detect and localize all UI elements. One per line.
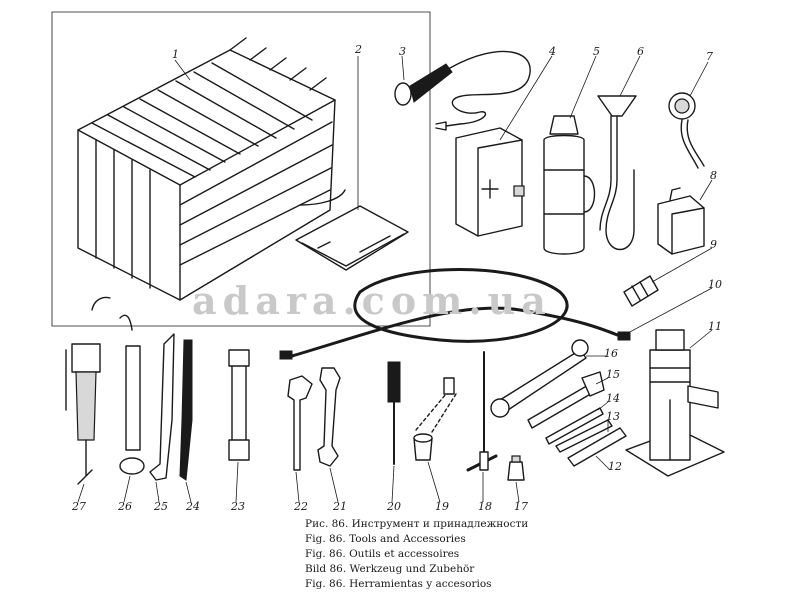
- part-number-14: 14: [606, 392, 620, 405]
- part-number-10: 10: [708, 278, 722, 291]
- part-number-6: 6: [637, 45, 644, 58]
- part-number-22: 22: [293, 500, 308, 513]
- caption-line-en: Fig. 86. Tools and Accessories: [305, 533, 466, 545]
- grease-gun-icon: [65, 296, 111, 485]
- box-wrench-icon: [228, 349, 250, 461]
- funnel-hose-icon: [597, 95, 637, 250]
- part-number-15: 15: [606, 368, 620, 381]
- caption-line-ru: Рис. 86. Инструмент и принадлежности: [305, 518, 529, 530]
- part-number-17: 17: [514, 500, 528, 513]
- part-number-8: 8: [710, 169, 717, 182]
- oil-can-icon: [119, 314, 145, 475]
- part-number-5: 5: [593, 45, 600, 58]
- figure-caption: Рис. 86. Инструмент и принадлежности Fig…: [305, 517, 528, 592]
- caption-line-fr: Fig. 86. Outils et accessoires: [305, 548, 460, 560]
- socket-icon: [507, 455, 525, 481]
- ring-wrench-icon: [490, 339, 589, 418]
- open-wrench-icon: [287, 375, 313, 471]
- part-number-9: 9: [710, 238, 717, 251]
- bag-frame: [51, 11, 431, 327]
- part-number-24: 24: [185, 500, 200, 513]
- tool-pouch-icon: [295, 205, 409, 271]
- tool-bag-icon: [77, 37, 346, 301]
- double-open-wrench-icon: [317, 367, 341, 467]
- part-number-13: 13: [606, 410, 620, 423]
- part-number-25: 25: [153, 500, 168, 513]
- thermos-icon: [543, 115, 596, 255]
- hydraulic-jack-icon: [625, 329, 725, 477]
- part-number-12: 12: [608, 460, 622, 473]
- tire-pressure-gauge-icon: [668, 92, 705, 169]
- adapter-fitting-icon: [623, 275, 659, 307]
- spark-plug-socket-icon: [413, 377, 457, 461]
- canister-icon: [657, 187, 705, 255]
- part-number-20: 20: [386, 500, 401, 513]
- pry-bar-icon: [179, 339, 193, 481]
- tire-iron-icon: [149, 333, 175, 481]
- part-number-3: 3: [399, 45, 406, 58]
- screwdriver-flat-icon: [555, 419, 613, 453]
- inspection-lamp-icon: [394, 50, 531, 131]
- part-number-23: 23: [230, 500, 245, 513]
- part-number-21: 21: [332, 500, 347, 513]
- part-number-7: 7: [706, 50, 713, 63]
- part-number-4: 4: [548, 45, 556, 58]
- part-number-19: 19: [435, 500, 449, 513]
- part-number-18: 18: [478, 500, 492, 513]
- tire-lever-icon: [567, 427, 627, 467]
- air-hose-icon: [279, 268, 631, 360]
- leader-lines: [77, 55, 713, 503]
- first-aid-kit-icon: [455, 127, 525, 237]
- part-number-1: 1: [172, 48, 179, 61]
- watermark: adara.com.ua: [192, 278, 552, 323]
- punch-icon: [545, 407, 604, 445]
- part-number-16: 16: [604, 347, 618, 360]
- hammer-icon: [527, 371, 605, 429]
- caption-line-es: Fig. 86. Herramientas y accesorios: [305, 578, 492, 590]
- caption-line-de: Bild 86. Werkzeug und Zubehör: [305, 563, 475, 575]
- part-number-11: 11: [708, 320, 722, 333]
- part-numbers: 1 2 3 4 5 6 7 8 9 10 11 12 13 14 15 16 1…: [71, 43, 722, 513]
- t-handle-key-icon: [466, 351, 498, 472]
- part-number-2: 2: [354, 43, 362, 56]
- part-number-26: 26: [117, 500, 132, 513]
- part-number-27: 27: [71, 500, 86, 513]
- screwdriver-icon: [387, 361, 401, 465]
